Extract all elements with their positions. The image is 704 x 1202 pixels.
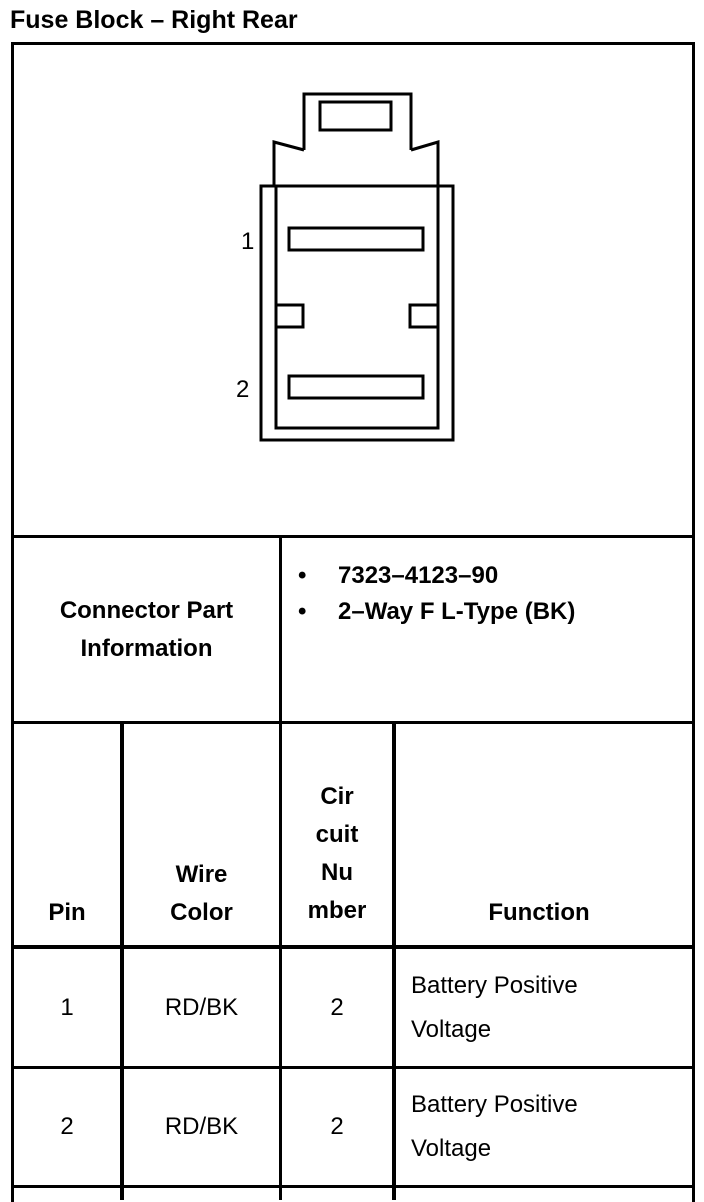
connector-diagram: 1 2 <box>236 92 455 442</box>
row-2-circuit: 2 <box>330 1113 344 1140</box>
row-2-wire-color: RD/BK <box>164 1113 239 1140</box>
pin-label-1: 1 <box>241 228 254 255</box>
part-info-list: • 7323–4123–90 • 2–Way F L-Type (BK) <box>298 558 575 630</box>
row-2-function: Battery Positive Voltage <box>411 1091 578 1162</box>
connector-top-latch <box>318 100 393 132</box>
row-1-circuit: 2 <box>330 993 344 1021</box>
left-side-lock <box>274 303 305 329</box>
header-wire-color: Wire Color <box>170 861 233 926</box>
connector-type: 2–Way F L-Type (BK) <box>338 598 576 625</box>
divider-col-2 <box>279 721 282 1200</box>
divider-col-3 <box>392 721 396 1200</box>
connector-table-frame <box>11 42 695 1202</box>
part-info-label-line-2: Information <box>80 634 213 662</box>
terminal-slot-1 <box>287 226 425 252</box>
right-side-lock <box>408 303 440 329</box>
header-pin: Pin <box>48 899 86 926</box>
part-info-label: Connector Part Information <box>14 538 279 721</box>
divider-diagram <box>11 535 695 538</box>
row-2-pin: 2 <box>60 1113 74 1140</box>
divider-row-2 <box>11 1185 695 1188</box>
row-1-pin: 1 <box>60 993 74 1021</box>
bullet: • <box>298 598 307 625</box>
divider-col-1 <box>120 721 124 1200</box>
part-info-label-line-1: Connector Part <box>59 596 234 624</box>
connector-right-shoulder <box>410 139 440 188</box>
header-function: Function <box>488 899 590 926</box>
terminal-slot-2 <box>287 374 425 400</box>
divider-header <box>11 945 695 949</box>
divider-part-info <box>11 721 695 724</box>
bullet: • <box>298 562 307 589</box>
divider-row-1 <box>11 1066 695 1069</box>
row-1-wire-color: RD/BK <box>164 993 239 1021</box>
part-number: 7323–4123–90 <box>338 562 499 589</box>
pin-label-2: 2 <box>236 376 249 403</box>
connector-outer-body <box>259 184 455 442</box>
page-title: Fuse Block – Right Rear <box>10 6 298 34</box>
connector-left-shoulder <box>272 140 305 188</box>
list-item: • 7323–4123–90 <box>298 558 575 594</box>
connector-top-tab <box>302 92 413 150</box>
divider-part-info-column <box>279 535 282 724</box>
header-circuit-number: Cir cuit Nu mber <box>307 783 367 924</box>
connector-inner-body <box>274 186 440 430</box>
list-item: • 2–Way F L-Type (BK) <box>298 594 575 630</box>
row-1-function: Battery Positive Voltage <box>411 972 578 1043</box>
